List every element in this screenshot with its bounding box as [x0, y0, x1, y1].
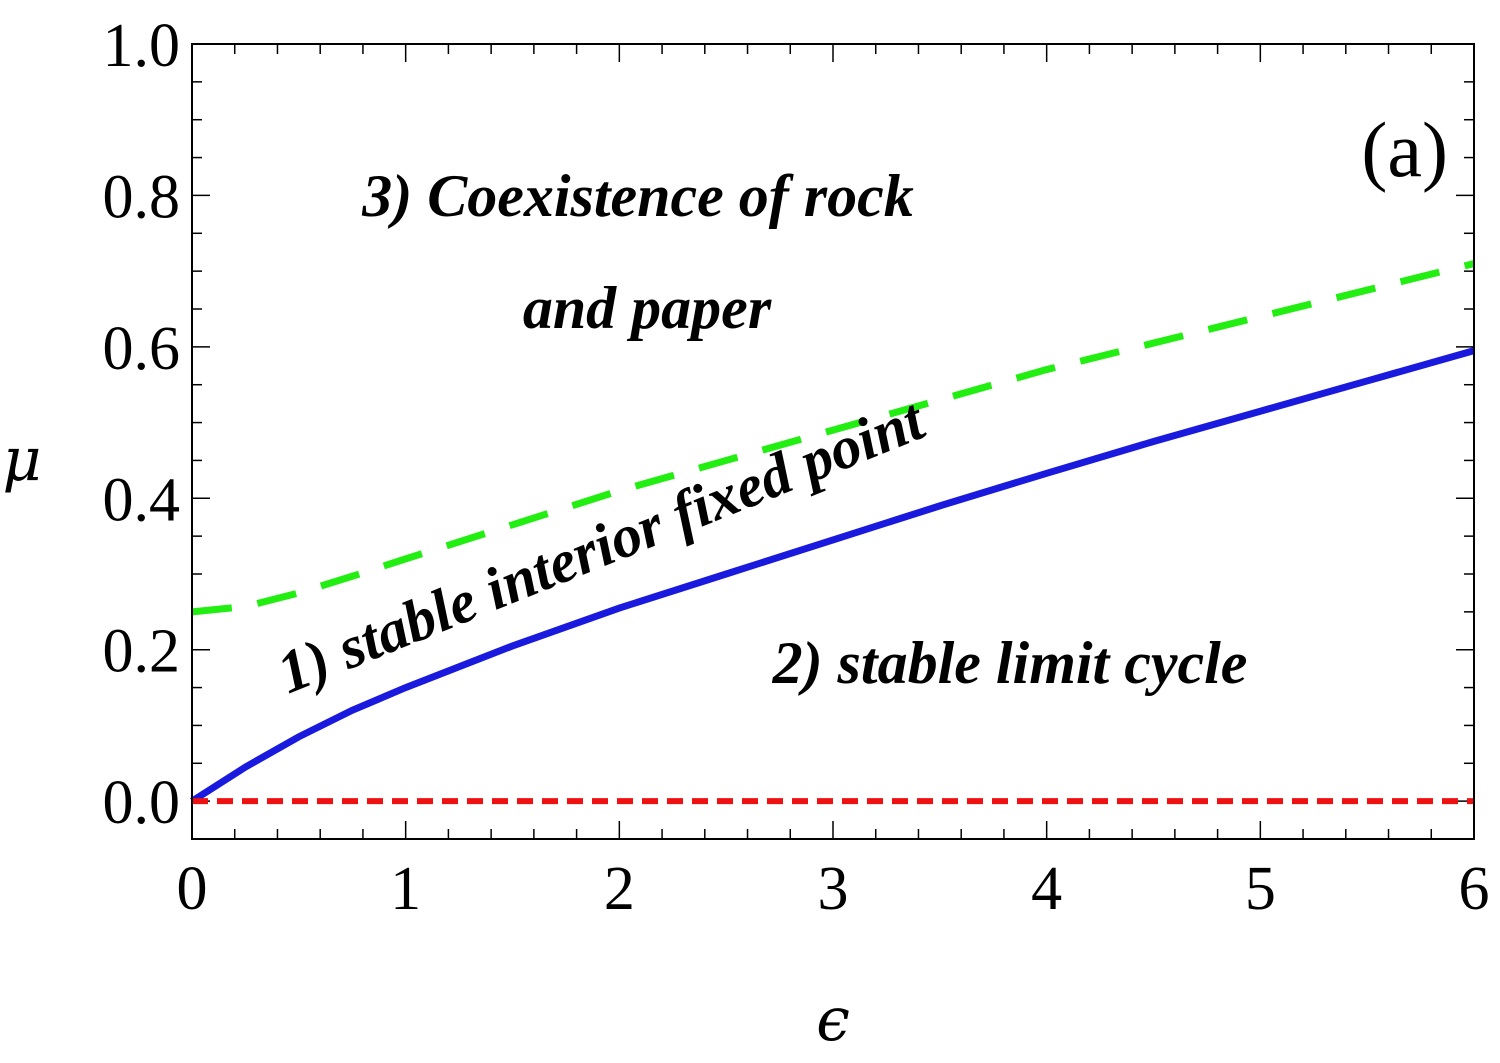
region-2-label: 2) stable limit cycle [772, 630, 1248, 696]
x-axis-label: ϵ [816, 985, 850, 1055]
y-tick-label: 0.2 [103, 618, 181, 686]
y-axis-label: μ [3, 425, 42, 495]
x-tick-label: 6 [1459, 855, 1490, 923]
green-dashed-boundary-line [191, 260, 1475, 616]
x-tick-label: 0 [177, 855, 208, 923]
plot-frame [191, 43, 1475, 840]
y-tick-label: 0.8 [103, 163, 181, 231]
region-3-label-line-1: 3) Coexistence of rock [361, 163, 914, 229]
series-layer [190, 260, 1475, 805]
x-tick-label: 4 [1031, 855, 1062, 923]
blue-solid-boundary-line [190, 347, 1475, 805]
panel-label: (a) [1361, 106, 1448, 193]
y-tick-label: 1.0 [103, 12, 181, 80]
x-tick-label: 1 [390, 855, 421, 923]
region-3-label-line-2: and paper [523, 275, 772, 341]
x-tick-label: 2 [604, 855, 635, 923]
x-tick-label: 5 [1245, 855, 1276, 923]
tick-labels: 0 1 2 3 4 5 6 0.0 0.2 0.4 0.6 0.8 1.0 [103, 12, 1490, 923]
y-tick-label: 0.0 [103, 769, 181, 837]
x-tick-label: 3 [818, 855, 849, 923]
y-tick-label: 0.4 [103, 466, 181, 534]
y-tick-label: 0.6 [103, 315, 181, 383]
